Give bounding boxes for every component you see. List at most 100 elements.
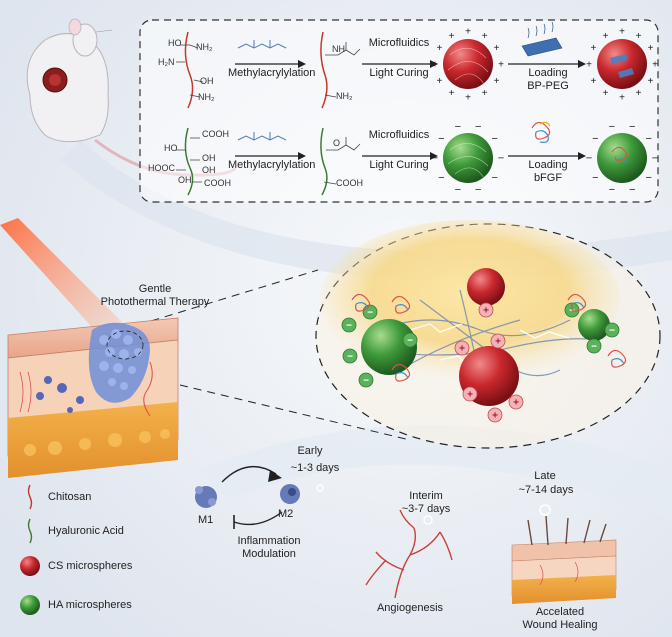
negative-badge-symbol: − [407,336,413,347]
positive-charge-symbol: + [449,31,455,42]
phase-interim-days: ~3-7 days [401,503,451,515]
background-swoosh-lower [200,425,672,520]
wound-hydrogel [88,322,150,403]
positive-charge-symbol: + [465,93,471,104]
negative-badge [342,348,358,364]
negative-charge-symbol: − [491,133,497,145]
phase-early-name: Early [297,445,323,457]
negative-charge-symbol: − [592,172,598,184]
positive-charge-symbol: + [436,43,442,54]
angiogenesis-vessel [365,509,453,599]
negative-charge-symbol: − [586,153,592,165]
row2-product-cooh: COOH [336,178,363,188]
positive-charge-symbol: + [648,76,654,87]
healing-line1: Accelated [535,606,585,618]
arrow-row2-step3 [508,152,586,160]
m2-label: M2 [278,508,294,520]
row1-product-nh: NH [332,44,345,54]
early-bubble [316,484,324,492]
therapy-line1: Gentle [138,283,172,295]
negative-badge-symbol: − [569,306,575,317]
methacrylic-anhydride-icon-2 [237,132,287,141]
bfgf-proteins-zoom [351,293,627,382]
arrow-row1-step1 [235,60,306,68]
negative-charge-symbol: − [609,121,615,133]
positive-charge-symbol: + [432,60,438,71]
negative-charge-symbol: − [438,133,444,145]
zoom-line-upper [137,269,319,326]
inflammation-line1: Inflammation [237,535,301,547]
phase-interim-name: Interim [409,490,443,502]
arrow-row1-step3 [508,60,586,68]
row2-group-ho: HO [164,143,178,153]
negative-charge-symbol: − [629,184,635,196]
arrow-row2-step1 [235,152,306,160]
negative-badge-symbol: − [591,342,597,353]
positive-badge-symbol: + [459,344,465,355]
phase-late-days: ~7-14 days [518,484,574,496]
ha-methacrylate-molecule [320,127,361,196]
row2-step3-line2: bFGF [533,172,563,184]
positive-badge-symbol: + [483,306,489,317]
laser-beam [0,218,130,345]
negative-charge-symbol: − [629,121,635,133]
row2-group-oh-c: OH [178,175,192,185]
negative-charge-symbol: − [475,121,481,133]
arrow-row2-step2 [362,152,438,160]
m1-label: M1 [198,514,214,526]
charge-badges: −−−−−−−−++++++ [341,302,620,423]
legend-hyaluronic-label: Hyaluronic Acid [48,525,124,537]
ha-sphere-zoom-right [578,309,610,341]
legend-chitosan-label: Chitosan [48,491,92,503]
positive-charge-symbol: + [590,43,596,54]
positive-charge-symbol: + [636,31,642,42]
arrow-row1-step2 [362,60,438,68]
chitosan-molecule [176,31,204,109]
negative-charge-symbol: − [491,172,497,184]
negative-badge-symbol: − [363,376,369,387]
row1-group-nh2-b: NH₂ [198,92,215,102]
positive-badge-symbol: + [467,390,473,401]
row1-step1-label: Methylacrylylation [228,67,316,79]
row2-step1-label: Methylacrylylation [228,159,316,171]
legend-ha-icon [20,595,40,615]
positive-charge-symbol: + [619,27,625,38]
bfgf-protein-icon [531,121,551,143]
phase-late-name: Late [534,470,556,482]
positive-charge-symbol: + [603,31,609,42]
positive-badge [487,407,503,423]
negative-badge [604,322,620,338]
positive-badge [490,333,506,349]
positive-charge-symbol: + [465,27,471,38]
positive-charge-symbol: + [603,88,609,99]
row2-group-cooh-a: COOH [202,129,229,139]
chitosan-methacrylate-molecule [320,31,361,109]
ha-microsphere-loaded [597,133,647,183]
phase-early-days: ~1-3 days [290,462,340,474]
negative-charge-symbol: − [438,172,444,184]
hyaluronic-acid-molecule [176,127,202,196]
positive-charge-symbol: + [498,60,504,71]
positive-badge [462,386,478,402]
row1-group-h2n: H₂N [158,57,175,67]
row2-group-hooc: HOOC [148,163,175,173]
legend-cs-icon [20,556,40,576]
negative-charge-symbol: − [592,133,598,145]
negative-charge-symbol: − [652,153,658,165]
bp-peg-sheet-icon [521,21,563,57]
positive-charge-symbol: + [449,88,455,99]
negative-charge-symbol: − [455,121,461,133]
positive-charge-ring-1: ++++++++++++ [432,27,504,104]
legend-chitosan-icon [27,484,33,510]
ha-sphere-zoom-left [361,319,417,375]
row2-group-oh-a: OH [202,153,216,163]
legend-ha-label: HA microspheres [48,599,132,611]
positive-badge [454,340,470,356]
positive-charge-symbol: + [494,76,500,87]
positive-badge-symbol: + [513,398,519,409]
arrow-m1-to-m2-head [268,470,282,482]
positive-badge [508,394,524,410]
ha-microsphere-unloaded [443,133,493,183]
row1-step2-line1: Microfluidics [368,37,430,49]
row2-group-cooh-b: COOH [204,178,231,188]
